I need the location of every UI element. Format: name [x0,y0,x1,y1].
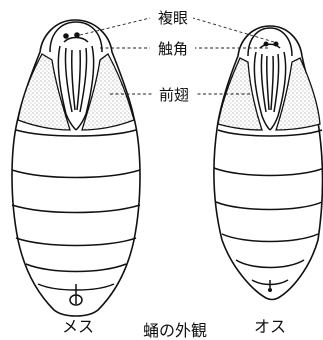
label-forewing: 前翅 [159,86,189,104]
caption-female: メス [62,317,94,336]
caption-male: オス [254,317,286,336]
female-eye-left [63,33,69,39]
male-pupa [214,26,323,300]
female-pupa [12,20,140,316]
male-body-outline [214,26,323,300]
label-compound-eye: 複眼 [158,9,188,27]
label-antenna: 触角 [158,40,188,58]
caption-title: 蛹の外観 [143,321,207,340]
